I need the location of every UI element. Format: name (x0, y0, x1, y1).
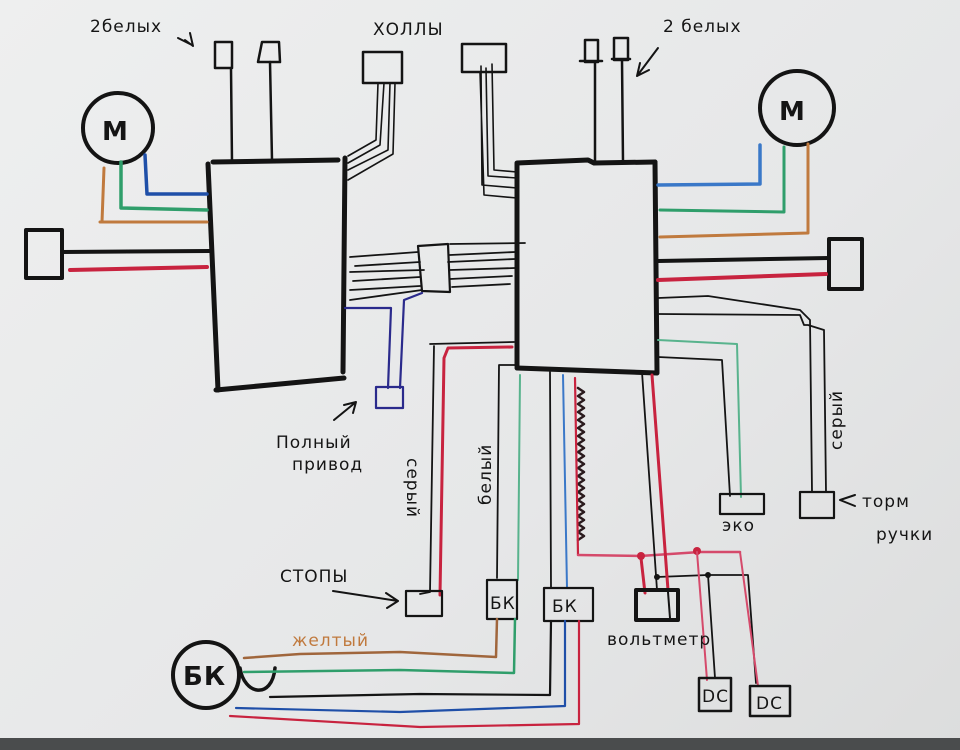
white-connectors-right (578, 36, 632, 164)
label-dc-2: DC (756, 694, 783, 714)
twisted-wire (576, 386, 586, 542)
label-left-two-white: 2белых (90, 17, 162, 37)
battery-connector-right (656, 237, 864, 291)
label-gray-right: серый (827, 390, 847, 450)
voltmeter-wires (576, 371, 759, 687)
label-yellow: желтый (292, 631, 369, 651)
label-bk-circle: БК (183, 662, 226, 692)
stops-wires (404, 341, 515, 618)
hall-connector-left (347, 50, 404, 181)
arrow-brake (839, 494, 856, 507)
full-drive-connector (343, 291, 424, 410)
label-motor-right: М (779, 97, 806, 127)
bk-connector-2 (542, 371, 595, 623)
label-voltmeter: вольтметр (607, 630, 711, 650)
label-halls: ХОЛЛЫ (373, 20, 444, 40)
controller-right (514, 157, 660, 376)
eco-brake-wires (657, 295, 836, 520)
bk-connector-1 (485, 364, 521, 621)
label-eco: эко (722, 516, 755, 536)
motor-left (81, 91, 209, 224)
label-bk-box-1: БК (490, 594, 516, 614)
label-full-drive-2: привод (292, 455, 363, 475)
red-wire-twisted (573, 376, 580, 557)
bk-sensor (171, 617, 581, 729)
arrow-left-white (177, 32, 194, 47)
motor-right (656, 69, 836, 239)
label-brake: торм (862, 492, 910, 512)
white-connectors-left (213, 40, 282, 164)
dc-box-1 (697, 676, 733, 713)
label-brake-2: ручки (876, 525, 933, 545)
hall-connector-right (460, 42, 518, 199)
controller-left (205, 155, 348, 393)
label-white-mid: белый (476, 444, 496, 505)
label-gray-left: серый (402, 458, 422, 518)
arrow-stops (332, 590, 399, 609)
photo-bottom-edge (0, 738, 960, 750)
label-dc-1: DC (702, 687, 729, 707)
battery-connector-left (24, 228, 212, 280)
arrow-full-drive (333, 401, 357, 421)
inter-controller-bus (349, 242, 526, 301)
label-full-drive: Полный (276, 433, 352, 453)
label-bk-box-2: БК (552, 597, 578, 617)
dc-box-2 (748, 684, 792, 718)
label-right-two-white: 2 белых (663, 17, 742, 37)
arrow-right-white (636, 47, 659, 77)
label-stops: СТОПЫ (280, 567, 348, 587)
label-motor-left: М (102, 117, 129, 147)
